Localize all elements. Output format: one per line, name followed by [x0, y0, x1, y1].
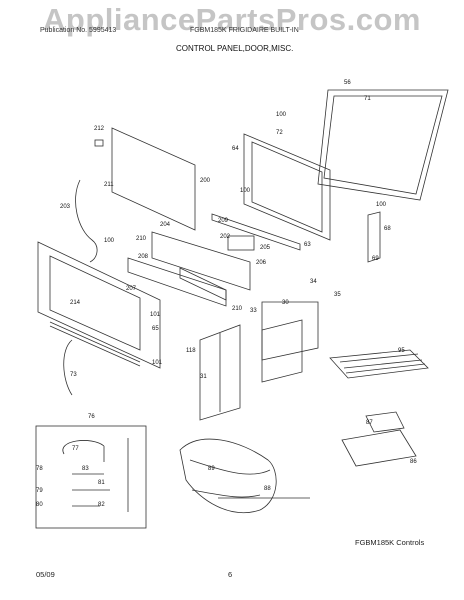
- wire-harness: [75, 179, 98, 263]
- callout-30: 30: [282, 300, 289, 306]
- callout-95: 95: [398, 348, 405, 354]
- side-bracket: [367, 211, 381, 263]
- callout-100: 100: [240, 188, 251, 194]
- callout-34: 34: [310, 279, 317, 285]
- callout-82: 82: [98, 502, 105, 508]
- callout-65: 65: [152, 326, 159, 332]
- model-header: FGBM185K FRIGIDAIRE BUILT-IN: [190, 27, 299, 34]
- callout-211: 211: [104, 182, 114, 188]
- callout-101: 101: [150, 312, 161, 318]
- callout-209: 209: [218, 218, 229, 224]
- callout-35: 35: [334, 292, 341, 298]
- callout-205: 205: [260, 245, 271, 251]
- seal: [211, 213, 301, 251]
- callout-204: 204: [160, 222, 171, 228]
- parts-kit-box: [35, 425, 147, 529]
- callout-208: 208: [138, 254, 149, 260]
- callout-83: 83: [82, 466, 89, 472]
- callout-86: 86: [410, 459, 417, 465]
- callout-202: 202: [220, 234, 231, 240]
- callout-89: 89: [208, 466, 215, 472]
- callout-203: 203: [60, 204, 71, 210]
- callout-210: 210: [136, 236, 147, 242]
- callout-78: 78: [36, 466, 43, 472]
- control-panel: [151, 231, 251, 291]
- callout-100: 100: [276, 112, 287, 118]
- callout-100: 100: [376, 202, 387, 208]
- figure-caption: FGBM185K Controls: [355, 538, 425, 547]
- callout-81: 81: [98, 480, 105, 486]
- callout-73: 73: [70, 372, 77, 378]
- footer-page: 6: [228, 570, 233, 579]
- inner-frame: [243, 133, 331, 241]
- callout-88: 88: [264, 486, 271, 492]
- callout-87: 87: [366, 420, 373, 426]
- callout-71: 71: [364, 96, 371, 102]
- callout-76: 76: [88, 414, 95, 420]
- wire-bundle: [179, 438, 277, 514]
- trim: [179, 267, 227, 301]
- callout-69: 69: [372, 256, 379, 262]
- callout-118: 118: [186, 348, 196, 354]
- callout-206: 206: [256, 260, 267, 266]
- oven-rack: [329, 349, 429, 379]
- footer-date: 05/09: [36, 570, 55, 579]
- callout-80: 80: [36, 502, 43, 508]
- keypad: [227, 235, 255, 251]
- callout-210: 210: [232, 306, 243, 312]
- door-gasket: [63, 339, 73, 396]
- callout-72: 72: [276, 130, 283, 136]
- callout-100: 100: [104, 238, 115, 244]
- callout-79: 79: [36, 488, 43, 494]
- bracket: [94, 139, 104, 147]
- callout-64: 64: [232, 146, 239, 152]
- callout-207: 207: [126, 286, 137, 292]
- callout-33: 33: [250, 308, 257, 314]
- manual: [341, 429, 417, 467]
- door-window: [49, 255, 141, 351]
- duct: [199, 324, 241, 421]
- bracket-plate: [261, 301, 319, 361]
- callout-77: 77: [72, 446, 79, 452]
- door-frame: [37, 241, 161, 369]
- outer-frame: [317, 89, 449, 201]
- callout-68: 68: [384, 226, 391, 232]
- callout-200: 200: [200, 178, 211, 184]
- control-board: [127, 257, 227, 307]
- watermark: AppliancePartsPros.com: [43, 2, 421, 37]
- page-title: CONTROL PANEL,DOOR,MISC.: [176, 44, 294, 53]
- callout-101: 101: [152, 360, 163, 366]
- callout-63: 63: [304, 242, 311, 248]
- callout-212: 212: [94, 126, 105, 132]
- callout-31: 31: [200, 374, 207, 380]
- glass-panel: [111, 127, 196, 231]
- publication-number: Publication No. 5995413: [40, 27, 117, 34]
- callout-56: 56: [344, 80, 351, 86]
- callout-214: 214: [70, 300, 81, 306]
